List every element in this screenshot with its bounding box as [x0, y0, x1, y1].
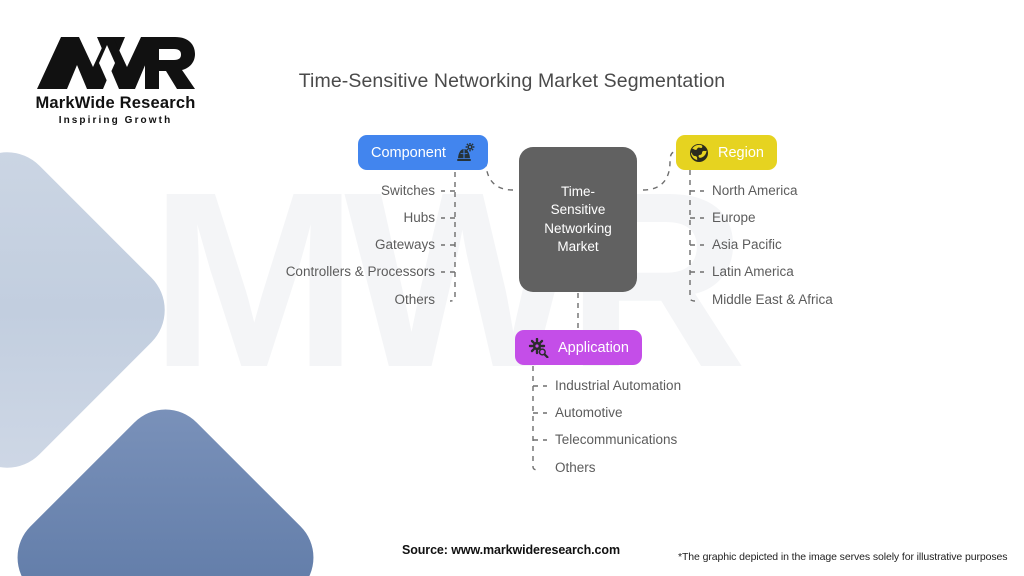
center-line-1: Sensitive: [550, 202, 606, 217]
logo-company-name: MarkWide Research: [35, 94, 196, 112]
spine-application: [532, 366, 539, 471]
logo-tagline: Inspiring Growth: [58, 115, 173, 126]
gear-search-icon: [528, 337, 549, 358]
leaf-application-0: Industrial Automation: [555, 378, 682, 393]
spine-region: [689, 170, 696, 302]
connector-center-region: [642, 151, 676, 191]
leaf-application-3: Others: [555, 460, 596, 475]
leaf-component-4: Others: [394, 292, 435, 307]
center-node: Time- Sensitive Networking Market: [519, 147, 637, 292]
leaf-region-0: North America: [712, 183, 798, 198]
branch-badge-component[interactable]: Component: [358, 135, 488, 170]
leaf-application-1: Automotive: [555, 405, 623, 420]
center-node-label: Time- Sensitive Networking Market: [519, 183, 637, 257]
helmet-gear-icon: [455, 143, 475, 162]
branch-label-application: Application: [558, 339, 629, 356]
leaf-component-1: Hubs: [403, 210, 435, 225]
leaf-component-0: Switches: [380, 183, 435, 198]
spine-component: [449, 152, 456, 302]
center-line-0: Time-: [561, 183, 595, 199]
branch-badge-region[interactable]: Region: [676, 135, 777, 170]
center-line-3: Market: [557, 239, 599, 254]
branch-label-component: Component: [371, 144, 446, 161]
center-line-2: Networking: [544, 220, 612, 236]
page-title: Time-Sensitive Networking Market Segment…: [298, 70, 726, 92]
leaf-component-3: Controllers & Processors: [285, 264, 435, 279]
leaf-region-2: Asia Pacific: [712, 237, 782, 252]
branch-badge-application[interactable]: Application: [515, 330, 642, 365]
leaf-region-4: Middle East & Africa: [712, 292, 833, 307]
leaf-region-3: Latin America: [712, 264, 794, 279]
disclaimer-label: *The graphic depicted in the image serve…: [678, 551, 1008, 563]
leaf-component-2: Gateways: [374, 237, 435, 252]
globe-icon: [689, 143, 709, 163]
leaf-application-2: Telecommunications: [555, 432, 678, 447]
source-label: Source: www.markwideresearch.com: [402, 543, 620, 557]
logo-mark-icon: [37, 37, 195, 89]
brand-logo: MarkWide Research Inspiring Growth: [33, 33, 198, 126]
branch-label-region: Region: [718, 144, 764, 161]
leaf-region-1: Europe: [712, 210, 756, 225]
